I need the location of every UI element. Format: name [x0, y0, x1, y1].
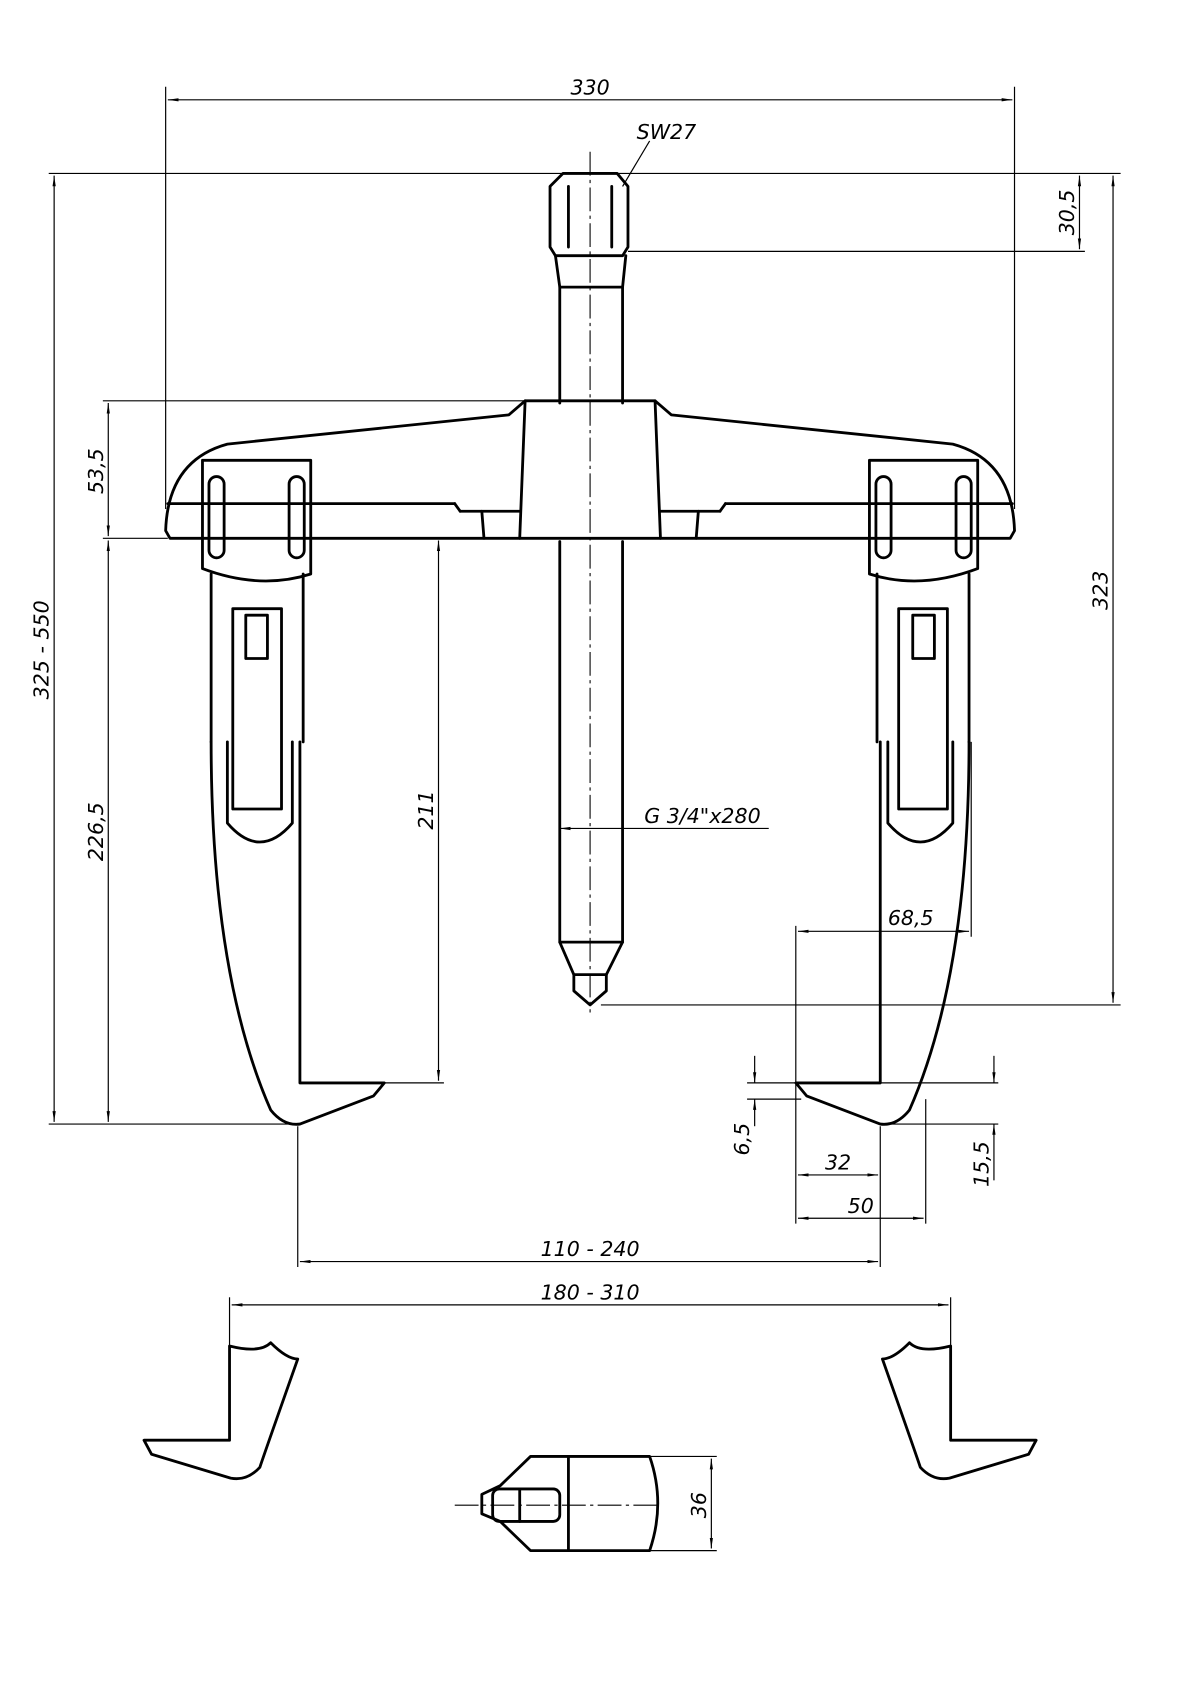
dim-15-5: 15,5: [970, 1141, 994, 1187]
dim-30-5: 30,5: [1055, 189, 1079, 235]
dim-6-5: 6,5: [730, 1123, 754, 1156]
dim-50: 50: [848, 1194, 874, 1218]
dim-226-5: 226,5: [84, 802, 108, 861]
external-jaw-right: [881, 1341, 1038, 1481]
dim-68-5: 68,5: [888, 906, 934, 930]
dim-110-240: 110 - 240: [541, 1237, 640, 1261]
crossbeam: [164, 399, 1016, 540]
external-jaw-left: [142, 1341, 300, 1481]
dim-211: 211: [414, 790, 438, 829]
dim-36: 36: [687, 1492, 711, 1518]
left-arm: [201, 458, 386, 1126]
dim-325-550: 325 - 550: [30, 600, 54, 699]
dim-180-310: 180 - 310: [541, 1280, 640, 1304]
dim-323: 323: [1089, 571, 1113, 610]
right-arm: [794, 458, 980, 1126]
dim-32: 32: [825, 1151, 851, 1175]
spindle: [548, 172, 630, 1007]
dim-sw27: SW27: [637, 120, 697, 144]
jaw-detail: [454, 1455, 661, 1553]
dim-330: 330: [570, 75, 609, 99]
dim-53-5: 53,5: [84, 448, 108, 494]
dimension-lines: [48, 86, 1121, 1552]
dim-thread: G 3/4"x280: [644, 804, 760, 828]
